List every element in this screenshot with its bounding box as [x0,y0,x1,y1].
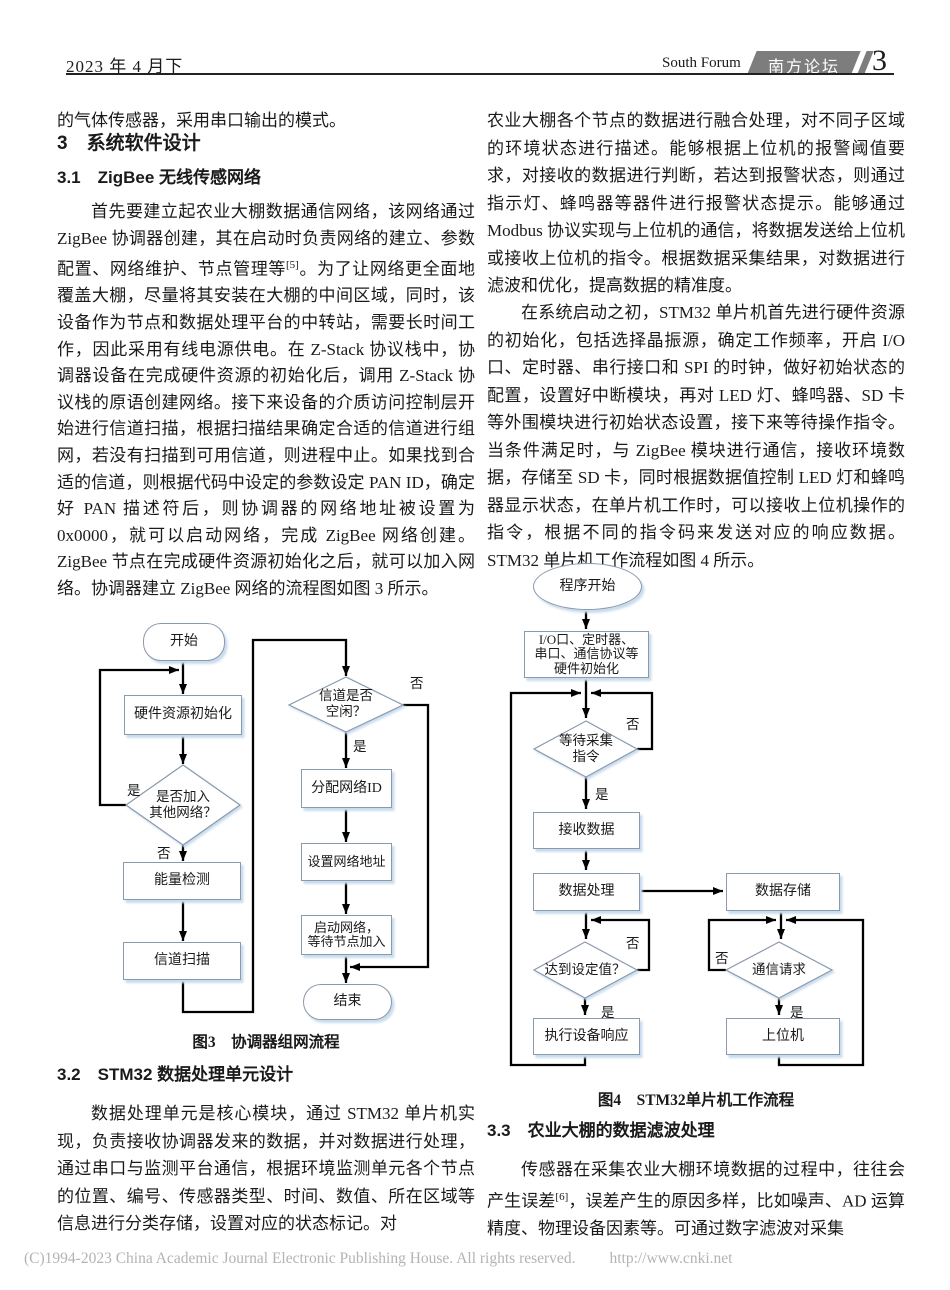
fig4-node-wait-command: 等待采集 指令 [559,733,613,764]
footer-url-link[interactable]: http://www.cnki.net [609,1250,733,1267]
fig4-comm-request-diamond [724,941,834,999]
fig4-threshold-diamond [532,941,639,999]
header-divider [66,73,894,75]
paragraph-filter-text-a: 传感器在采集农业大棚环境数据的过程中，往往会产生误差 [487,1160,905,1211]
footer: (C)1994-2023 China Academic Journal Elec… [24,1250,934,1268]
journal-name-chinese: 南方论坛 [767,59,840,76]
paragraph-filter-text-b: ，误差产生的原因多样，比如噪声、AD 运算精度、物理设备因素等。可通过数字滤波对… [487,1191,906,1238]
fig3-label-no-idle: 否 [410,676,424,691]
fig4-connector-lines [509,607,865,1067]
fig3-channel-idle-diamond [287,676,405,733]
fig3-node-set-address: 设置网络地址 [301,843,392,881]
page-number: 3 [872,44,887,77]
fig3-node-idle-question: 信道是否 空闲？ [319,688,373,719]
fig4-label-no-comm: 否 [715,951,729,966]
paragraph-boot: 在系统启动之初，STM32 单片机首先进行硬件资源的初始化，包括选择晶振源，确定… [487,303,905,570]
journal-name-english: South Forum [662,55,741,71]
reference-5: [5] [286,259,299,272]
section-heading-3-3: 3.3 农业大棚的数据滤波处理 [487,1121,715,1140]
fig4-node-receive-data: 接收数据 [533,812,640,849]
figure-4-caption: 图4 STM32单片机工作流程 [597,1092,795,1109]
paragraph-zigbee-text-a: 首先要建立起农业大棚数据通信网络，该网络通过 ZigBee 协调器创建，其在启动… [57,202,475,279]
figure-4-flowchart: 程序开始 I/O口、定时器、 串口、通信协议等 硬件初始化 等待采集 指令 接收… [487,555,905,1085]
section-heading-3: 3 系统软件设计 [57,133,201,154]
reference-6: [6] [555,1190,569,1203]
fig4-node-exec-response: 执行设备响应 [533,1018,640,1055]
paragraph-zigbee-text-b: 。为了让网络更全面地覆盖大棚，尽量将其安装在大棚的中间区域，同时，该设备作为节点… [57,259,476,598]
footer-copyright: (C)1994-2023 China Academic Journal Elec… [24,1250,576,1267]
fig4-label-no-threshold: 否 [626,936,640,951]
fig3-node-hw-init: 硬件资源初始化 [124,695,242,735]
fig3-node-start-network: 启动网络， 等待节点加入 [301,915,392,955]
fig4-node-host: 上位机 [726,1018,840,1055]
fig4-label-yes-comm: 是 [790,1005,804,1020]
fig4-node-process-data: 数据处理 [533,873,640,911]
fig3-node-start: 开始 [143,623,225,661]
paragraph-filter: 传感器在采集农业大棚环境数据的过程中，往往会产生误差[6]，误差产生的原因多样，… [487,1156,905,1242]
fig4-node-store-data: 数据存储 [726,873,840,911]
paragraph-continuation: 的气体传感器，采用串口输出的模式。 [57,111,346,130]
fig4-wait-command-diamond [532,720,639,778]
fig4-label-yes-wait: 是 [595,787,609,802]
fig3-label-yes-idle: 是 [353,739,367,754]
fig4-label-no-wait: 否 [626,717,640,732]
paragraph-zigbee: 首先要建立起农业大棚数据通信网络，该网络通过 ZigBee 协调器创建，其在启动… [57,199,475,603]
fig3-node-channel-scan: 信道扫描 [123,942,241,980]
paragraph-fusion: 农业大棚各个节点的数据进行融合处理，对不同子区域的环境状态进行描述。能够根据上位… [487,111,905,295]
fig4-node-threshold-question: 达到设定值？ [544,962,626,977]
paragraph-stm32: 数据处理单元是核心模块，通过 STM32 单片机实现，负责接收协调器发来的数据，… [57,1104,475,1233]
fig3-connector-lines [98,638,430,1014]
fig3-node-energy-detect: 能量检测 [123,862,241,900]
fig3-node-assign-id: 分配网络ID [301,769,392,808]
fig4-node-start: 程序开始 [533,563,642,610]
section-heading-3-2: 3.2 STM32 数据处理单元设计 [57,1065,294,1084]
header-date: 2023 年 4 月下 [66,57,184,76]
fig3-node-join-question: 是否加入 其他网络？ [149,789,217,820]
section-heading-3-1: 3.1 ZigBee 无线传感网络 [57,168,262,187]
fig3-join-network-diamond [124,764,242,846]
fig3-label-no-join: 否 [157,846,171,861]
fig4-node-comm-question: 通信请求 [752,962,806,977]
fig3-node-end: 结束 [303,984,392,1020]
figure-3-flowchart: 开始 硬件资源初始化 是否加入 其他网络？ 能量检测 信道扫描 信道是否 空闲？… [57,615,475,1027]
fig3-label-yes-join: 是 [127,783,141,798]
fig4-node-hw-init: I/O口、定时器、 串口、通信协议等 硬件初始化 [524,631,649,678]
figure-3-caption: 图3 协调器组网流程 [192,1034,340,1051]
fig4-label-yes-threshold: 是 [601,1005,615,1020]
